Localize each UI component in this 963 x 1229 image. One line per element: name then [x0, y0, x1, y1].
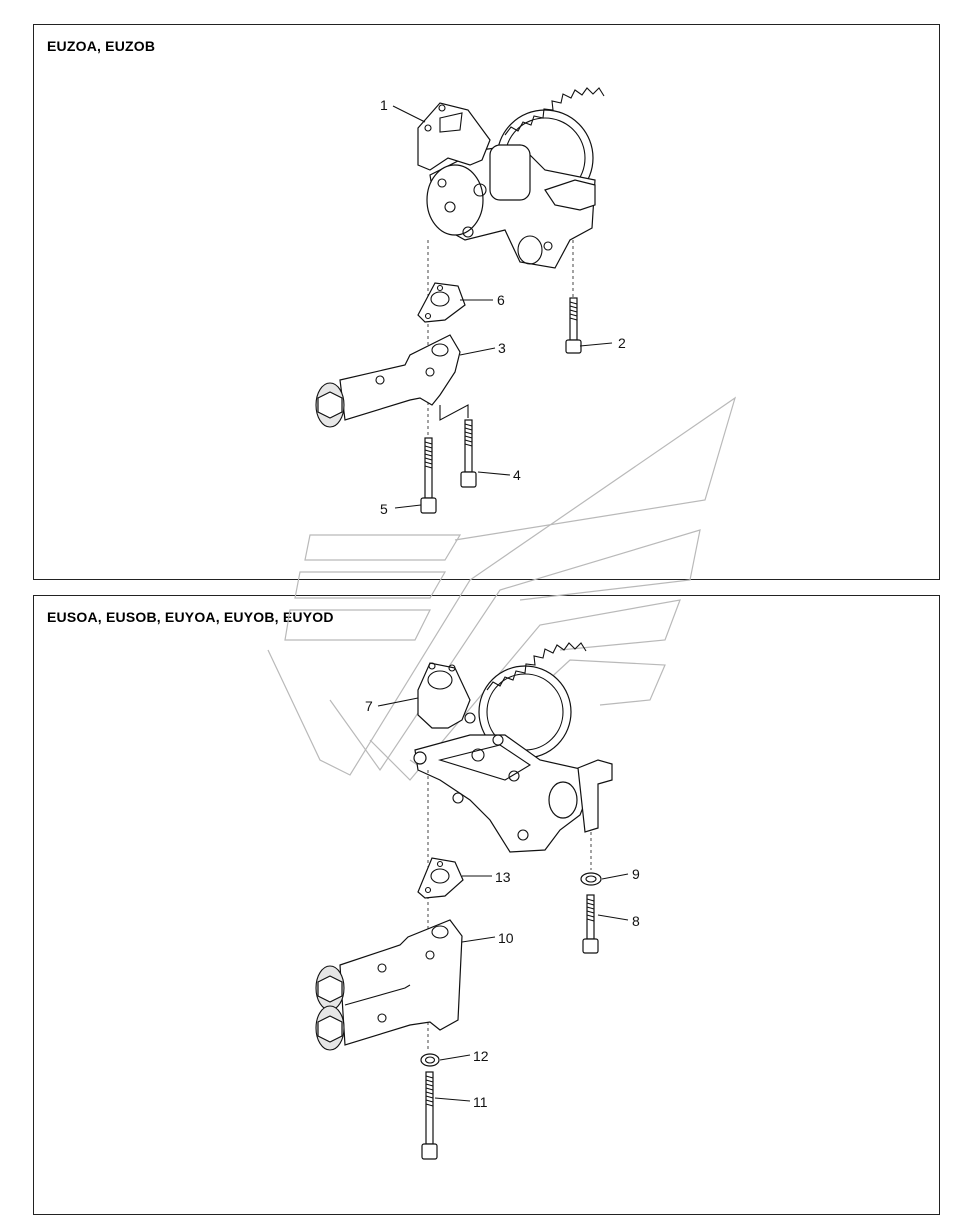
leader-lines	[392, 105, 613, 509]
callout-11: 11	[473, 1094, 488, 1110]
washer	[420, 1053, 440, 1067]
gasket	[417, 857, 464, 899]
bolt	[421, 1071, 438, 1160]
callout-3: 3	[498, 340, 506, 356]
callout-7: 7	[365, 698, 373, 714]
callout-2: 2	[618, 335, 626, 351]
washer	[580, 872, 602, 886]
callout-4: 4	[513, 467, 521, 483]
bolt	[460, 419, 477, 488]
callout-13: 13	[495, 869, 511, 885]
callout-5: 5	[380, 501, 388, 517]
panel-title: EUSOA, EUSOB, EUYOA, EUYOB, EUYOD	[47, 609, 334, 625]
suction-pipe	[315, 334, 461, 428]
callout-6: 6	[497, 292, 505, 308]
pump-flange	[417, 662, 471, 729]
diagram-panel-euzo: EUZOA, EUZOB	[33, 24, 940, 580]
pump-body	[414, 734, 591, 853]
oil-pump-assembly-top	[417, 87, 605, 269]
callout-10: 10	[498, 930, 514, 946]
bolt	[420, 437, 437, 514]
callout-9: 9	[632, 866, 640, 882]
leader-lines	[377, 697, 629, 1102]
callout-8: 8	[632, 913, 640, 929]
callout-labels: 1 2 3 4 5 6 7 8 9 10 11 12 13	[365, 97, 640, 1110]
panel-title: EUZOA, EUZOB	[47, 38, 156, 54]
oil-pump-assembly-bottom	[413, 642, 613, 853]
bolt	[565, 297, 582, 354]
pump-flange	[417, 102, 491, 171]
suction-pipe-dual	[315, 919, 463, 1051]
gasket	[417, 282, 466, 323]
callout-1: 1	[380, 97, 388, 113]
callout-12: 12	[473, 1048, 489, 1064]
bolt	[582, 894, 599, 954]
